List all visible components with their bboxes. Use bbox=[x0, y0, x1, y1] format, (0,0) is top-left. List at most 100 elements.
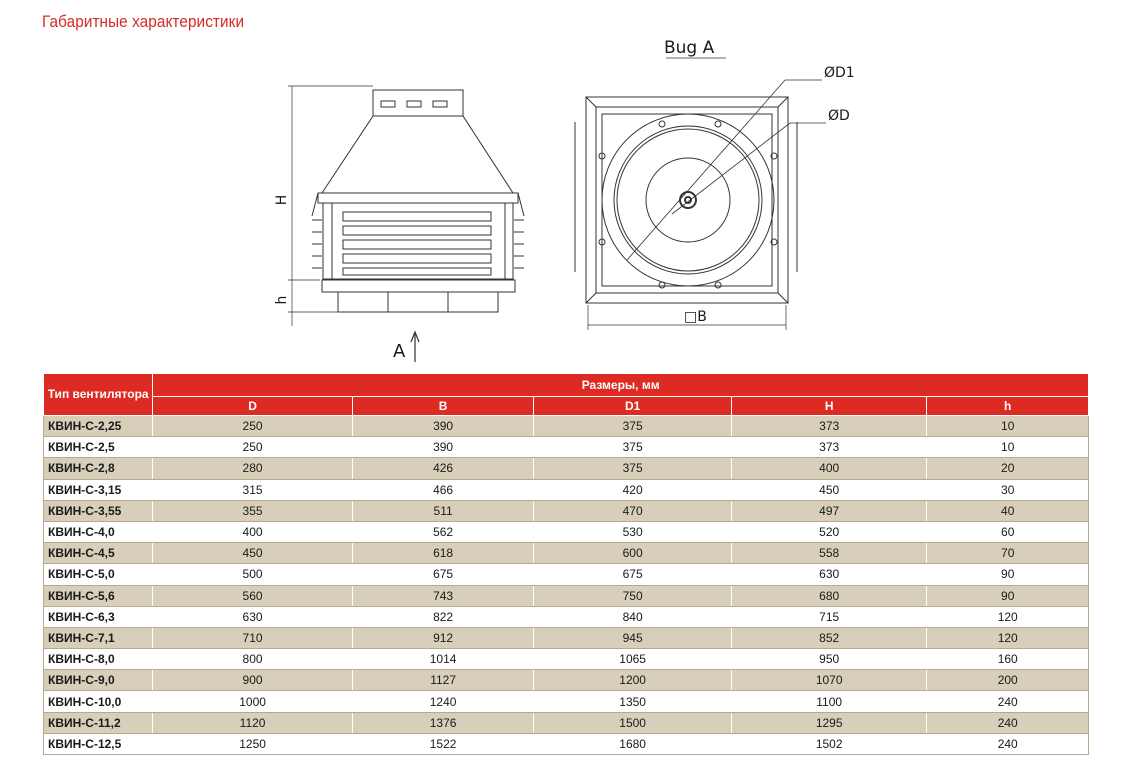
value-cell-d: 560 bbox=[152, 585, 353, 607]
value-cell-h: 680 bbox=[730, 585, 928, 607]
value-cell-h: 1070 bbox=[730, 669, 928, 692]
value-cell-h: 70 bbox=[926, 542, 1089, 565]
view-label: Bug A bbox=[664, 38, 715, 58]
value-cell-d1: 675 bbox=[533, 563, 732, 586]
column-header-d1: D1 bbox=[533, 396, 732, 416]
model-cell: КВИН-С-11,2 bbox=[42, 712, 154, 734]
value-cell-d1: 375 bbox=[533, 457, 732, 480]
dimension-h-upper: H bbox=[274, 195, 290, 206]
model-cell: КВИН-С-4,5 bbox=[42, 542, 154, 565]
value-cell-d: 315 bbox=[152, 479, 353, 501]
fan-dimension-drawing: H h A Bug A ØD1 ØD bbox=[274, 38, 855, 362]
value-cell-h: 1295 bbox=[730, 712, 928, 734]
model-cell: КВИН-С-6,3 bbox=[42, 606, 154, 628]
value-cell-b: 912 bbox=[351, 627, 535, 650]
model-cell: КВИН-С-2,8 bbox=[42, 457, 154, 480]
value-cell-h: 90 bbox=[926, 563, 1089, 586]
value-cell-d1: 1680 bbox=[533, 733, 732, 756]
value-cell-d: 500 bbox=[152, 563, 353, 586]
value-cell-d: 1000 bbox=[152, 690, 353, 713]
value-cell-b: 822 bbox=[351, 606, 535, 628]
value-cell-h: 1100 bbox=[730, 690, 928, 713]
value-cell-b: 1014 bbox=[351, 648, 535, 671]
value-cell-h: 40 bbox=[926, 500, 1089, 522]
value-cell-d: 250 bbox=[152, 436, 353, 459]
value-cell-d: 280 bbox=[152, 457, 353, 480]
value-cell-d1: 1065 bbox=[533, 648, 732, 671]
value-cell-h: 240 bbox=[926, 733, 1089, 756]
value-cell-b: 1376 bbox=[351, 712, 535, 734]
value-cell-b: 511 bbox=[351, 500, 535, 522]
dimensions-table: Тип вентилятора Размеры, мм D B D1 H h К… bbox=[42, 373, 1089, 756]
type-column-header: Тип вентилятора bbox=[42, 373, 154, 416]
column-header-h-lower: h bbox=[926, 396, 1089, 416]
value-cell-h: 950 bbox=[730, 648, 928, 671]
page-title: Габаритные характеристики bbox=[42, 12, 245, 31]
top-view bbox=[574, 57, 826, 330]
model-cell: КВИН-С-10,0 bbox=[42, 690, 154, 713]
value-cell-d: 1250 bbox=[152, 733, 353, 756]
side-view bbox=[288, 85, 525, 362]
model-cell: КВИН-С-3,55 bbox=[42, 500, 154, 522]
value-cell-h: 558 bbox=[730, 542, 928, 565]
value-cell-b: 390 bbox=[351, 415, 535, 438]
dimensions-group-header: Размеры, мм bbox=[152, 373, 1089, 397]
value-cell-h: 10 bbox=[926, 436, 1089, 459]
value-cell-d1: 840 bbox=[533, 606, 732, 628]
value-cell-b: 390 bbox=[351, 436, 535, 459]
value-cell-h: 120 bbox=[926, 606, 1089, 628]
value-cell-b: 618 bbox=[351, 542, 535, 565]
value-cell-h: 90 bbox=[926, 585, 1089, 607]
value-cell-d: 800 bbox=[152, 648, 353, 671]
value-cell-h: 10 bbox=[926, 415, 1089, 438]
model-cell: КВИН-С-7,1 bbox=[42, 627, 154, 650]
column-header-h-upper: H bbox=[730, 396, 928, 416]
value-cell-b: 426 bbox=[351, 457, 535, 480]
value-cell-d: 355 bbox=[152, 500, 353, 522]
model-cell: КВИН-С-2,5 bbox=[42, 436, 154, 459]
value-cell-b: 743 bbox=[351, 585, 535, 607]
model-cell: КВИН-С-2,25 bbox=[42, 415, 154, 438]
value-cell-d1: 530 bbox=[533, 521, 732, 544]
value-cell-h: 60 bbox=[926, 521, 1089, 544]
value-cell-h: 497 bbox=[730, 500, 928, 522]
value-cell-h: 240 bbox=[926, 712, 1089, 734]
diameter-d-label: ØD bbox=[828, 108, 850, 124]
value-cell-b: 1522 bbox=[351, 733, 535, 756]
model-cell: КВИН-С-8,0 bbox=[42, 648, 154, 671]
value-cell-h: 400 bbox=[730, 457, 928, 480]
value-cell-d1: 1500 bbox=[533, 712, 732, 734]
value-cell-h: 30 bbox=[926, 479, 1089, 501]
value-cell-d: 250 bbox=[152, 415, 353, 438]
value-cell-d1: 470 bbox=[533, 500, 732, 522]
value-cell-d1: 375 bbox=[533, 415, 732, 438]
value-cell-d: 1120 bbox=[152, 712, 353, 734]
value-cell-h: 240 bbox=[926, 690, 1089, 713]
value-cell-d1: 1350 bbox=[533, 690, 732, 713]
model-cell: КВИН-С-5,6 bbox=[42, 585, 154, 607]
value-cell-h: 373 bbox=[730, 415, 928, 438]
value-cell-d1: 750 bbox=[533, 585, 732, 607]
dimension-h-lower: h bbox=[274, 296, 290, 305]
value-cell-d: 900 bbox=[152, 669, 353, 692]
value-cell-h: 120 bbox=[926, 627, 1089, 650]
value-cell-h: 373 bbox=[730, 436, 928, 459]
view-arrow-label: A bbox=[393, 341, 406, 362]
value-cell-h: 520 bbox=[730, 521, 928, 544]
value-cell-d: 450 bbox=[152, 542, 353, 565]
